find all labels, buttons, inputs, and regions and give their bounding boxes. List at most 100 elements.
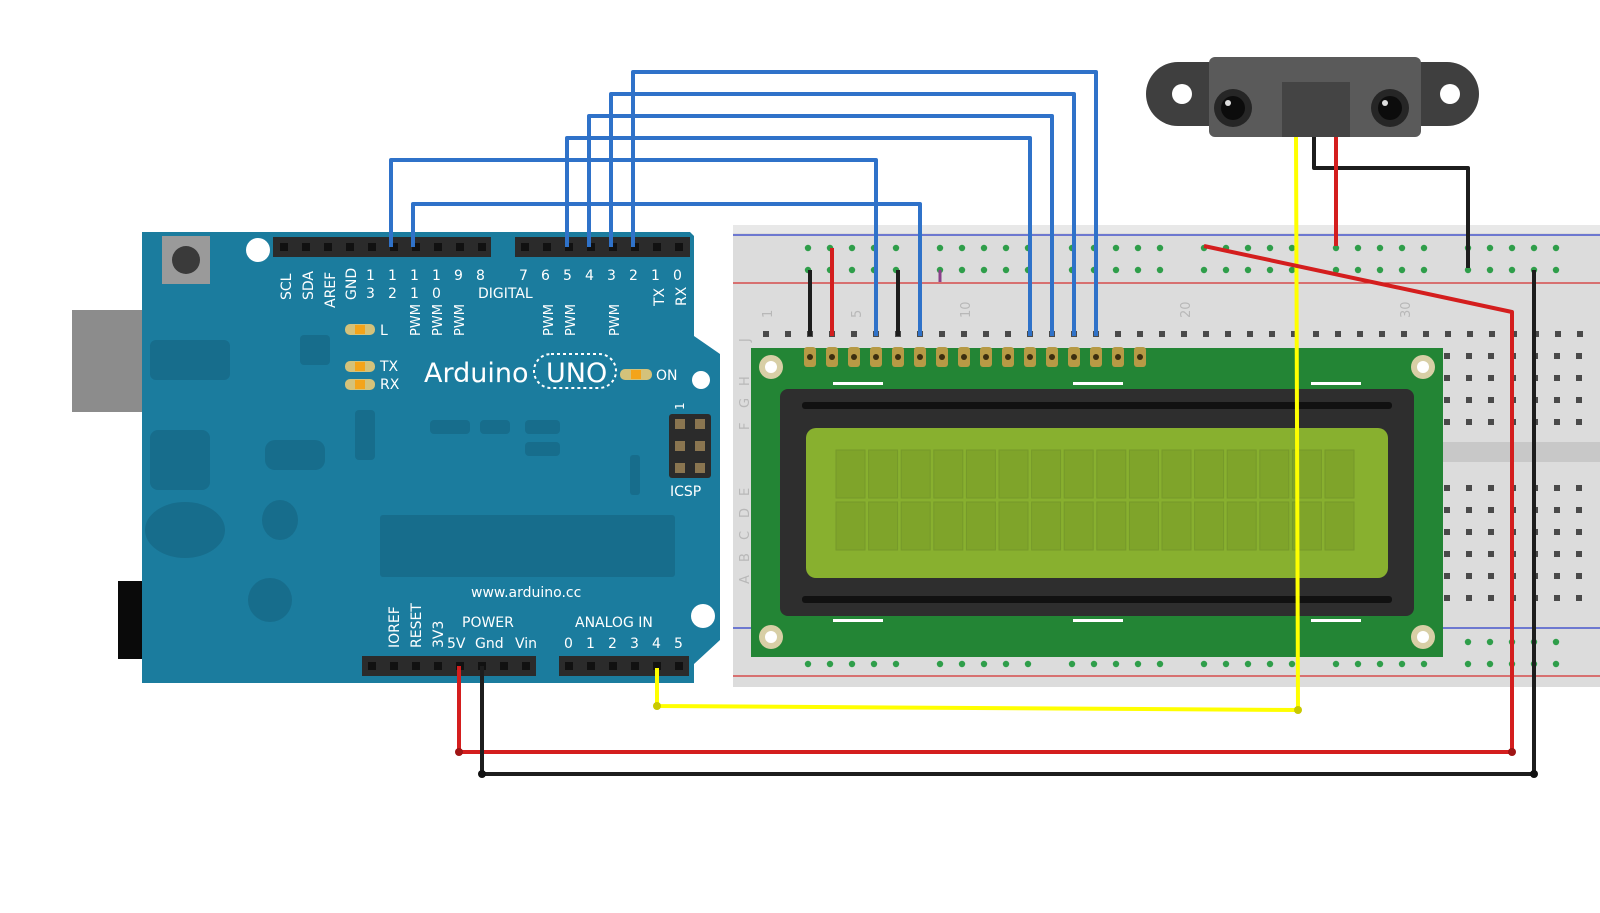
terminal-hole bbox=[851, 331, 857, 337]
pin-label-aref: AREF bbox=[323, 272, 339, 308]
wires bbox=[389, 70, 1536, 776]
lcd-cell bbox=[965, 501, 996, 551]
terminal-hole bbox=[1488, 485, 1494, 491]
terminal-hole bbox=[1313, 331, 1319, 337]
terminal-hole bbox=[1005, 331, 1011, 337]
header-pin bbox=[500, 662, 508, 670]
pin-label-gnd: GND bbox=[344, 268, 360, 300]
rail-hole bbox=[936, 660, 944, 668]
terminal-hole bbox=[785, 331, 791, 337]
icsp-pin1-label: 1 bbox=[673, 402, 687, 410]
board-traces bbox=[145, 335, 675, 622]
lcd-cell bbox=[1063, 449, 1094, 499]
pwm-labels: PWM PWM PWM PWM PWM PWM bbox=[409, 304, 623, 336]
row-letter-b: B bbox=[738, 553, 753, 562]
rail-hole bbox=[980, 660, 988, 668]
rail-hole bbox=[1266, 660, 1274, 668]
terminal-hole bbox=[1466, 529, 1472, 535]
lcd-cell bbox=[1194, 449, 1225, 499]
terminal-hole bbox=[1554, 529, 1560, 535]
analog-header bbox=[559, 656, 689, 676]
terminal-hole bbox=[1466, 397, 1472, 403]
terminal-hole bbox=[1576, 375, 1582, 381]
lcd-cell bbox=[1096, 501, 1127, 551]
rail-hole bbox=[1376, 266, 1384, 274]
header-pin bbox=[543, 243, 551, 251]
rail-hole bbox=[826, 660, 834, 668]
pin-number-12-ones: 2 bbox=[388, 286, 397, 302]
terminal-hole bbox=[1115, 331, 1121, 337]
led-l-label: L bbox=[380, 323, 388, 339]
pwm-label-10: PWM bbox=[431, 304, 446, 336]
header-pin bbox=[522, 662, 530, 670]
lcd-cell bbox=[933, 449, 964, 499]
lcd-cell bbox=[1096, 449, 1127, 499]
header-pin bbox=[456, 243, 464, 251]
header-pin bbox=[631, 662, 639, 670]
terminal-hole bbox=[1137, 331, 1143, 337]
pin-label-tx: TX bbox=[652, 287, 668, 307]
rail-hole bbox=[1244, 660, 1252, 668]
wire-endpoints bbox=[455, 702, 1538, 778]
pin-number-13-ones: 3 bbox=[366, 286, 375, 302]
terminal-hole bbox=[1181, 331, 1187, 337]
lcd-cell bbox=[933, 501, 964, 551]
lcd-module bbox=[751, 347, 1443, 657]
rail-hole bbox=[848, 266, 856, 274]
rail-hole bbox=[958, 660, 966, 668]
terminal-hole bbox=[1554, 419, 1560, 425]
lcd-cell bbox=[1194, 501, 1225, 551]
uno-logo-outline bbox=[533, 353, 617, 389]
pin-number-9: 9 bbox=[454, 268, 463, 284]
pin-number-2: 2 bbox=[629, 268, 638, 284]
row-letter-j: J bbox=[738, 338, 753, 343]
reset-button-cap[interactable] bbox=[172, 246, 200, 274]
terminal-hole bbox=[1488, 419, 1494, 425]
lcd-pins bbox=[804, 347, 1146, 367]
power-label: POWER bbox=[462, 615, 514, 631]
rail-hole bbox=[1354, 266, 1362, 274]
row-letters: J H G F E D C B A bbox=[738, 338, 753, 584]
wire-d4 bbox=[565, 136, 1032, 336]
terminal-hole bbox=[1488, 353, 1494, 359]
terminal-hole bbox=[1444, 353, 1450, 359]
rail-hole bbox=[1266, 266, 1274, 274]
pwm-label-6: PWM bbox=[542, 304, 557, 336]
terminal-hole bbox=[1444, 595, 1450, 601]
lcd-cell bbox=[1161, 501, 1192, 551]
rail-hole bbox=[1486, 266, 1494, 274]
pin-label-3v3: 3V3 bbox=[431, 621, 447, 648]
terminal-hole bbox=[1576, 551, 1582, 557]
rail-hole bbox=[1354, 660, 1362, 668]
pwm-label-5: PWM bbox=[564, 304, 579, 336]
column-number-20: 20 bbox=[1179, 301, 1194, 318]
digital-pin-numbers-high: 1 3 1 2 1 1 1 0 9 8 bbox=[366, 268, 485, 302]
rail-hole bbox=[1112, 266, 1120, 274]
terminal-hole bbox=[1576, 397, 1582, 403]
rail-hole bbox=[1354, 244, 1362, 252]
pin-number-0: 0 bbox=[673, 268, 682, 284]
rail-hole bbox=[1134, 660, 1142, 668]
pin-label-sda: SDA bbox=[301, 271, 317, 300]
terminal-hole bbox=[1335, 331, 1341, 337]
lcd-cell bbox=[1259, 501, 1290, 551]
rail-hole bbox=[1376, 244, 1384, 252]
terminal-hole bbox=[1488, 529, 1494, 535]
row-letter-g: G bbox=[738, 398, 753, 408]
arduino-logo-text: Arduino bbox=[424, 358, 528, 389]
icsp-label: ICSP bbox=[670, 484, 701, 500]
terminal-hole bbox=[939, 331, 945, 337]
rail-hole bbox=[1398, 244, 1406, 252]
terminal-hole bbox=[1269, 331, 1275, 337]
lcd-cell bbox=[1259, 449, 1290, 499]
lcd-cell bbox=[900, 449, 931, 499]
pin-label-gnd-power: Gnd bbox=[475, 636, 504, 652]
lcd-character-cells bbox=[835, 449, 1355, 551]
analog-pin-1: 1 bbox=[586, 636, 595, 652]
rail-hole bbox=[1530, 244, 1538, 252]
column-number-5: 5 bbox=[850, 310, 865, 318]
terminal-hole bbox=[1466, 353, 1472, 359]
pin-label-vin: Vin bbox=[515, 636, 537, 652]
rail-hole bbox=[804, 244, 812, 252]
analog-pin-3: 3 bbox=[630, 636, 639, 652]
